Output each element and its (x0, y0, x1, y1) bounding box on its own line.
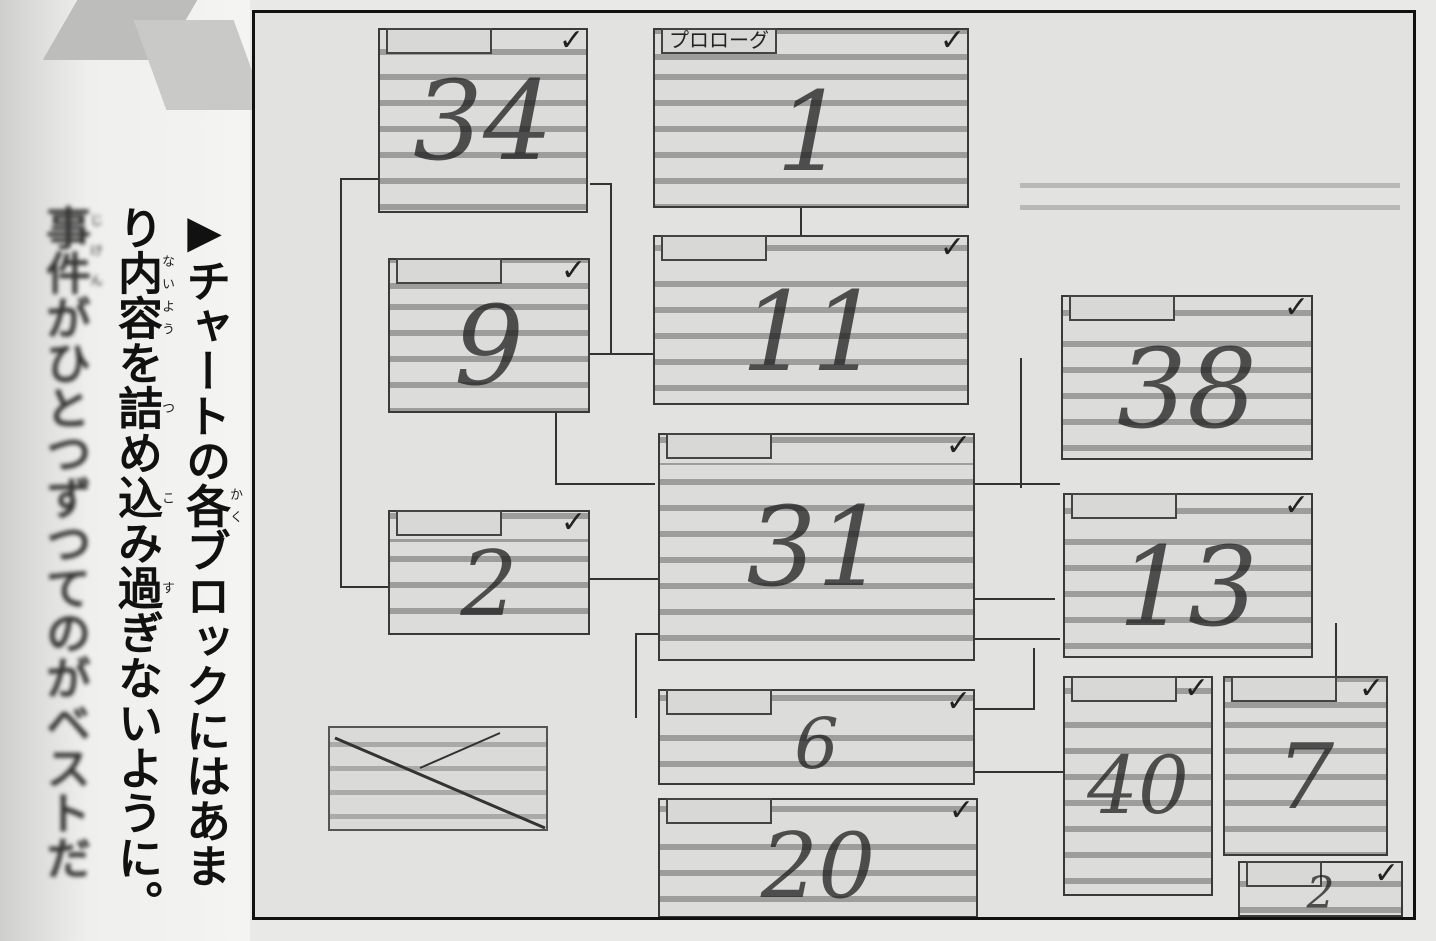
block-number: 31 (746, 483, 887, 611)
check-icon: ✓ (1283, 290, 1309, 325)
connector (610, 183, 612, 353)
block-header (396, 258, 502, 284)
block-number: 2 (460, 531, 518, 637)
block-2-bottom: ✓2 (1238, 856, 1403, 920)
block-number: 1 (776, 68, 846, 197)
block-header (666, 798, 772, 824)
connector (340, 178, 342, 588)
connector (340, 178, 378, 180)
connector (555, 483, 655, 485)
connector (590, 183, 610, 185)
connector (590, 578, 660, 580)
block-20: ✓ 20 (658, 793, 978, 920)
block-number: 20 (760, 814, 876, 920)
block-number: 2 (1306, 868, 1335, 920)
block-number: 6 (794, 703, 839, 786)
connector (635, 633, 665, 635)
block-header (661, 235, 767, 261)
page-gutter (0, 0, 250, 941)
connector (590, 353, 660, 355)
block-2: ✓2 (388, 505, 590, 637)
block-prologue: プロローグ ✓ 1 (653, 23, 969, 208)
block-header (386, 28, 492, 54)
caption-column-1: ▶チャートの各かくブロックにはあま (178, 205, 242, 888)
check-icon: ✓ (945, 684, 971, 719)
block-38: ✓ 38 (1061, 290, 1313, 460)
handwritten-note (1020, 183, 1400, 223)
block-header (1246, 861, 1322, 887)
caption-column-2: り内容ないようを詰つめ込こみ過すぎないように。 (110, 205, 174, 925)
block-40: ✓ 40 (1063, 671, 1213, 896)
block-header (396, 510, 502, 536)
block-header (1069, 295, 1175, 321)
check-icon: ✓ (1183, 671, 1209, 706)
connector (800, 208, 802, 238)
check-icon: ✓ (939, 230, 965, 265)
caption-column-3: 事件じけんがひとつずつてのがベストだ (38, 205, 102, 880)
check-icon: ✓ (560, 505, 586, 540)
crossed-out-block (328, 726, 548, 831)
block-34: ✓34 (378, 23, 588, 213)
check-icon: ✓ (1358, 671, 1384, 706)
check-icon: ✓ (560, 253, 586, 288)
block-header: プロローグ (661, 28, 777, 54)
block-31: ✓ 31 (658, 428, 975, 661)
connector (1033, 648, 1035, 708)
block-header (1071, 493, 1177, 519)
connector (975, 483, 1060, 485)
block-11: ✓ 11 (653, 230, 969, 405)
block-13: ✓ 13 (1063, 488, 1313, 658)
block-number: 40 (1087, 739, 1189, 832)
check-icon: ✓ (558, 23, 584, 58)
block-number: 34 (413, 56, 553, 185)
check-icon: ✓ (948, 793, 974, 828)
block-header (1071, 676, 1177, 702)
check-icon: ✓ (1283, 488, 1309, 523)
block-number: 11 (741, 267, 881, 396)
block-6: ✓6 (658, 684, 975, 786)
block-9: ✓9 (388, 253, 590, 413)
cross-out-mark (334, 732, 546, 830)
block-header (666, 689, 772, 715)
check-icon: ✓ (945, 428, 971, 463)
block-number: 9 (454, 282, 524, 411)
flowchart-photo: ✓34 プロローグ✓1 ✓9 ✓11 ✓2 ✓31 ✓38 ✓13 ✓6 ✓40… (252, 10, 1416, 920)
connector (1020, 358, 1022, 488)
check-icon: ✓ (939, 23, 965, 58)
check-icon: ✓ (1373, 856, 1399, 891)
block-number: 13 (1118, 522, 1258, 651)
block-number: 38 (1117, 324, 1257, 453)
connector (1335, 623, 1337, 683)
connector (340, 586, 390, 588)
block-header (1231, 676, 1337, 702)
block-7: ✓7 (1223, 671, 1388, 856)
connector (635, 633, 637, 718)
connector (975, 771, 1065, 773)
connector (975, 708, 1035, 710)
block-number: 7 (1276, 725, 1335, 831)
connector (555, 413, 557, 483)
block-header (666, 433, 772, 459)
